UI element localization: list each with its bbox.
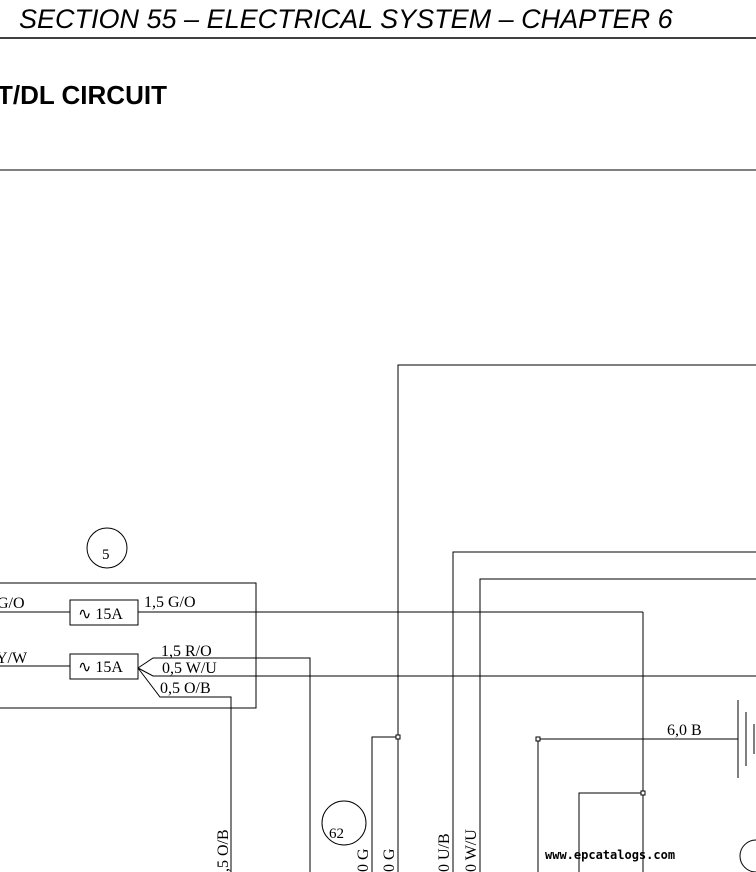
fuse-box-number-bubble [86,527,128,569]
connector-number-bubble [321,800,367,846]
wire-out-2-label: 1,5 R/O [161,643,212,660]
wire-branch-g [371,736,398,872]
wire-g-o-branch [578,792,643,872]
wire-w-u [479,578,756,872]
wire-ground-label: 6,0 B [667,722,702,739]
wire-out-3-label: 0,5 W/U [162,660,217,677]
fuse-box-outline [0,582,257,709]
wire-out-3 [137,667,756,677]
page-header-title: SECTION 55 – ELECTRICAL SYSTEM – CHAPTER… [19,4,673,34]
wire-out-2 [137,657,311,872]
wire-label-u-b: 0 U/B [436,833,453,872]
wire-out-4-label: 0,5 O/B [160,680,211,697]
wire-in-bottom-label: Y/W [0,650,28,667]
connector-number: 62 [329,826,344,842]
fuse-box-number: 5 [102,547,110,563]
junction-3 [640,790,646,796]
junction-1 [395,734,401,740]
wire-in-top-label: G/O [0,595,25,612]
wire-label-o-b: ,5 O/B [215,829,232,872]
fuse-2 [69,653,139,680]
wire-label-g-2: 0 G [381,848,398,872]
wire-upper-feed [397,364,756,872]
wire-u-b [452,551,756,872]
watermark: www.epcatalogs.com [545,848,676,862]
partial-bubble [739,839,756,872]
wire-out-4 [137,667,232,872]
wire-out-1-label: 1,5 G/O [144,594,196,611]
wire-label-g-1: 0 G [355,848,372,872]
junction-2 [535,736,541,742]
fuse-2-label: ∿ 15A [78,659,123,676]
wire-label-w-u: 0 W/U [463,829,480,872]
section-title: T/DL CIRCUIT [0,80,167,110]
fuse-1-label: ∿ 15A [78,606,123,623]
